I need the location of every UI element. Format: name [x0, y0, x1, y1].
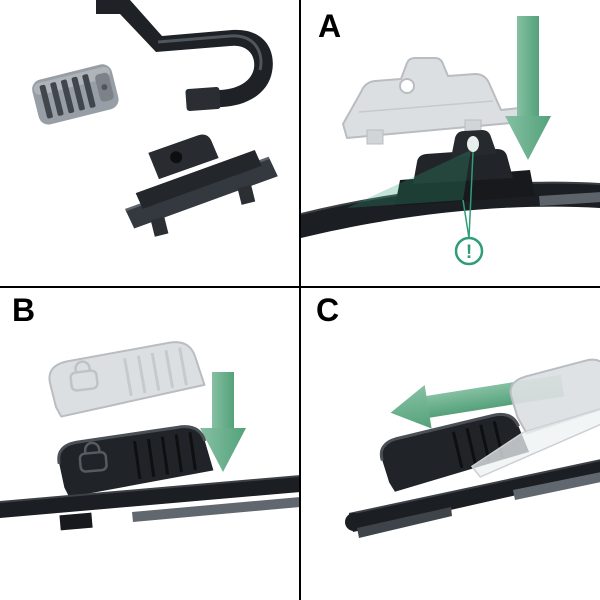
- wiper-blade: [345, 459, 600, 538]
- down-arrow-icon: [505, 16, 551, 160]
- rib-line: [174, 434, 183, 473]
- blade-top-edge: [348, 459, 600, 515]
- connector-tab: [148, 134, 219, 180]
- step-b-illustration: [0, 341, 299, 531]
- rib-line: [82, 74, 96, 108]
- highlight-wedge: [347, 150, 471, 208]
- cap-top-edge: [379, 412, 520, 461]
- rib-line: [136, 355, 147, 394]
- adapter-block: [32, 64, 119, 125]
- rib-line: [71, 76, 85, 111]
- rib-line: [60, 79, 75, 114]
- rib-line: [451, 431, 464, 469]
- lock-icon: [74, 360, 92, 373]
- connector-hole: [170, 151, 183, 164]
- warning-symbol: !: [466, 242, 472, 263]
- connector-body: [413, 149, 513, 184]
- step-c-illustration: [345, 358, 600, 538]
- blade-cap: [57, 425, 214, 498]
- blade-cap: [379, 412, 530, 492]
- wiper-arm-hook: [96, 0, 273, 111]
- step-label-a: A: [318, 8, 342, 44]
- arrow-shaft: [212, 372, 234, 432]
- rib-line: [160, 436, 170, 475]
- blade-under-strip: [357, 507, 452, 538]
- arrow-head: [505, 116, 551, 160]
- panel-step-b: B: [0, 288, 299, 600]
- blade-beam: [539, 192, 600, 206]
- panel-step-a: A: [301, 0, 600, 286]
- warning-icon: [454, 236, 484, 266]
- arm-highlight: [157, 34, 263, 71]
- ghost-cover-sliding: [470, 358, 600, 478]
- rib-line: [123, 358, 133, 397]
- panel-parts: [0, 0, 299, 286]
- rib-line: [133, 440, 142, 480]
- vertical-divider: [299, 0, 301, 600]
- connector-base: [125, 157, 278, 229]
- blade-connector: [395, 130, 535, 206]
- ghost-cover: [48, 341, 206, 418]
- rib-line: [188, 432, 197, 471]
- hook-channel: [185, 87, 221, 111]
- arrow-shaft: [517, 16, 539, 120]
- blade-top-edge: [0, 475, 299, 503]
- connector-foot: [237, 184, 256, 205]
- ghost-adapter-body: [342, 57, 523, 139]
- parts-illustration: [32, 0, 278, 237]
- ghost-cover-tongue: [470, 402, 600, 478]
- down-arrow-icon: [200, 372, 246, 472]
- arrow-head: [200, 428, 246, 472]
- connector-part: [125, 134, 278, 237]
- blade-band: [349, 460, 600, 532]
- rib-line: [146, 438, 156, 477]
- blade-bracket: [59, 512, 93, 531]
- step-a-illustration: !: [301, 16, 600, 266]
- warning-annotation: !: [347, 150, 484, 266]
- blade-beam: [513, 472, 600, 500]
- rib-line: [39, 84, 53, 119]
- callout-line: [462, 199, 470, 239]
- rib-line: [50, 82, 64, 116]
- connector-foot: [150, 216, 169, 237]
- rib-line: [150, 352, 161, 391]
- ghost-adapter-hole: [399, 78, 415, 94]
- block-pin-hole: [101, 84, 108, 91]
- blade-tip: [345, 513, 363, 531]
- ghost-adapter-line: [358, 100, 494, 113]
- blade-band: [0, 476, 299, 518]
- lock-icon: [78, 450, 108, 473]
- panel-step-c: C: [301, 288, 600, 600]
- wiper-blade: [0, 475, 299, 531]
- lock-icon: [69, 369, 99, 392]
- rib-line: [479, 424, 491, 462]
- connector-hole: [467, 136, 479, 152]
- rib-line: [178, 347, 188, 386]
- cap-top-edge: [57, 425, 207, 465]
- step-label-b: B: [12, 292, 36, 328]
- callout-line: [468, 151, 474, 239]
- ghost-adapter-foot: [366, 129, 384, 145]
- step-label-c: C: [316, 292, 340, 328]
- ghost-adapter: [342, 57, 523, 145]
- arm-body: [96, 0, 273, 109]
- lock-icon: [83, 441, 101, 454]
- rib-line: [465, 427, 477, 465]
- blade-beam: [132, 497, 299, 522]
- connector-mid: [135, 150, 262, 209]
- arrow-head: [390, 385, 432, 429]
- horizontal-divider: [0, 286, 600, 288]
- ghost-cover-body: [509, 358, 600, 435]
- rib-line: [164, 350, 175, 389]
